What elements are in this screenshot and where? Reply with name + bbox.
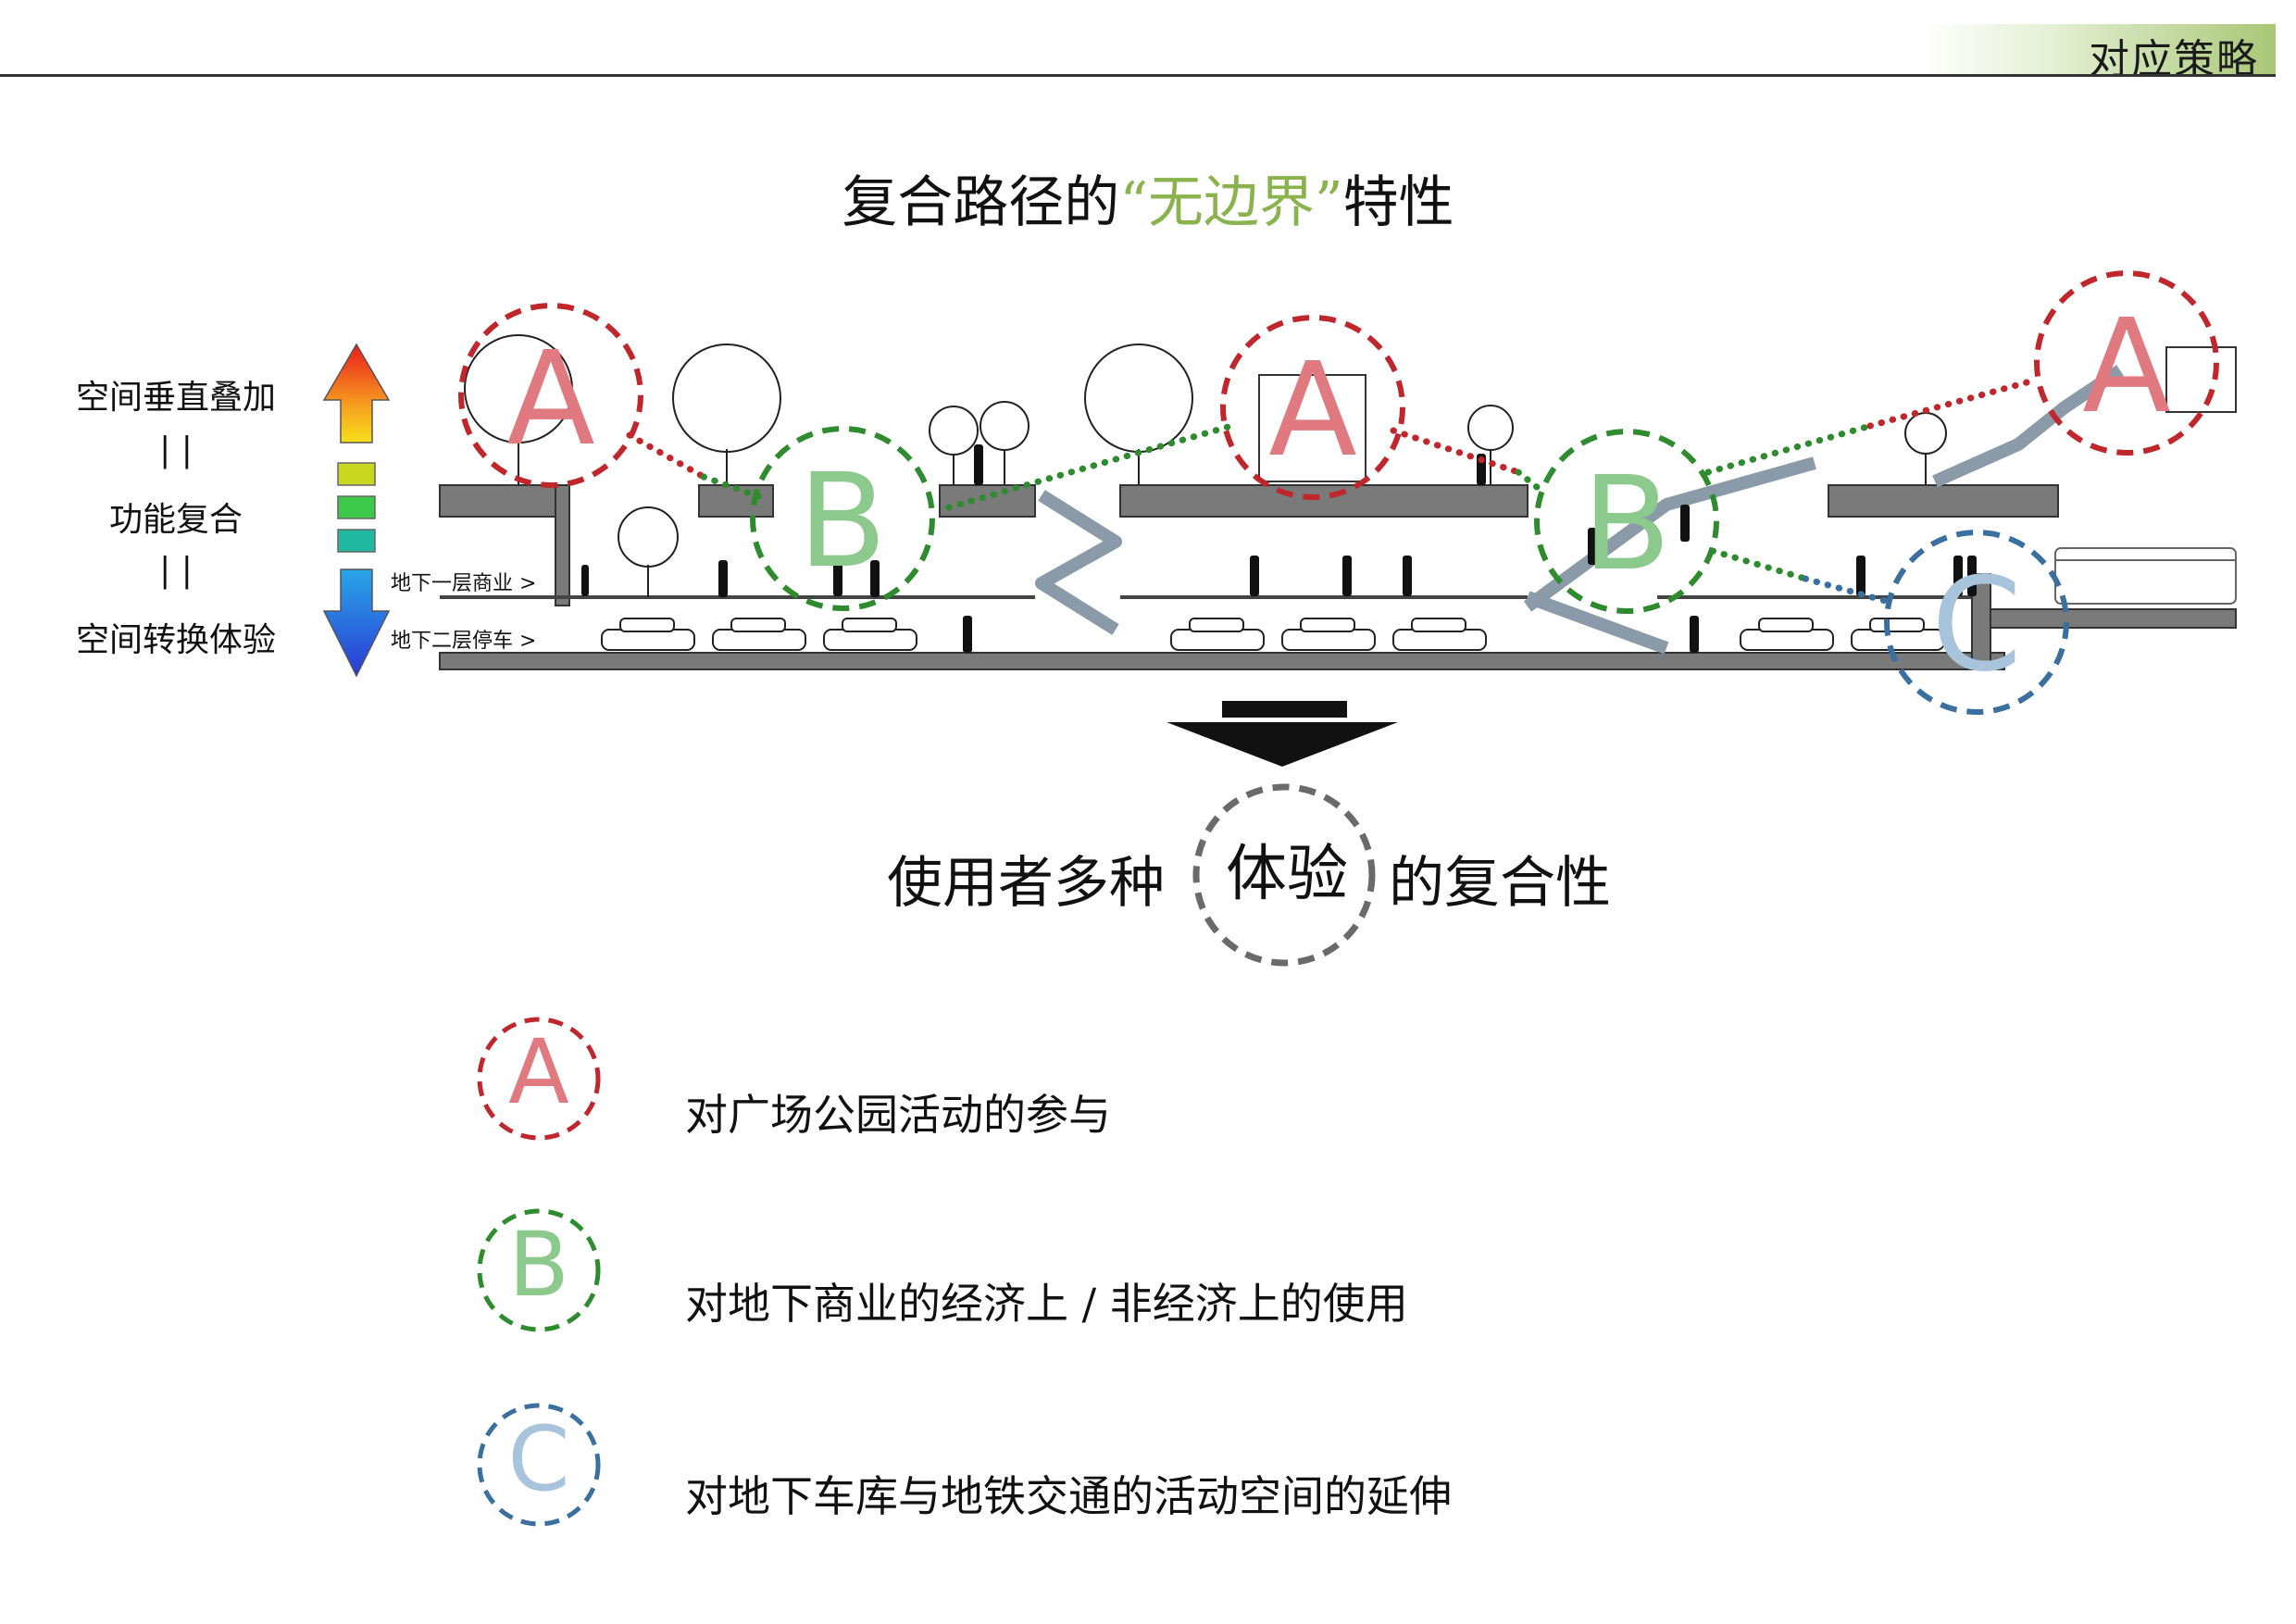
marker-a1: A [506, 324, 595, 475]
pavilion [1258, 346, 2237, 482]
legend-left-sep1: | | [159, 431, 193, 469]
floor-label-b2: 地下二层停车 > [391, 630, 537, 653]
people [581, 444, 1977, 653]
legend-text-b: 对地下商业的经济上 / 非经济上的使用 [685, 1279, 1408, 1329]
marker-b2: B [1581, 449, 1672, 600]
main-title-prefix: 复合路径的 [842, 170, 1120, 235]
main-title-accent: “无边界” [1119, 170, 1343, 235]
legend-text-a: 对广场公园活动的参与 [685, 1090, 1111, 1140]
marker-c1: C [1931, 550, 2022, 701]
marker-circles [458, 270, 2219, 715]
legend-left-sep2: | | [159, 552, 193, 590]
ground-slabs [439, 484, 2237, 629]
trees [464, 334, 1947, 597]
marker-a2: A [1268, 335, 1357, 486]
subtitle-circle [1192, 783, 1376, 967]
legend-letter-b: B [508, 1213, 569, 1317]
train [2054, 547, 2237, 605]
main-title-suffix: 特性 [1342, 170, 1454, 235]
floor-label-b1: 地下一层商业 > [391, 572, 537, 595]
legend-left-middle: 功能复合 [108, 501, 243, 539]
legend-left-top: 空间垂直叠加 [75, 379, 276, 417]
subtitle-right: 的复合性 [1389, 851, 1611, 916]
header-tab-bg [1924, 24, 2276, 74]
legend-letter-c: C [507, 1407, 570, 1511]
dotted-paths [626, 376, 2040, 606]
b2-slab [439, 652, 2005, 670]
down-arrow-icon [1167, 701, 1398, 767]
escalators [1035, 365, 2124, 655]
subtitle-left: 使用者多种 [887, 851, 1165, 916]
cars [601, 618, 1945, 651]
main-title: 复合路径的“无边界”特性 [0, 157, 2296, 238]
c-wall [1971, 573, 1991, 670]
vertical-arrow-icon [322, 343, 391, 678]
legend-letter-a: A [508, 1020, 569, 1124]
header-rule [0, 74, 2276, 77]
subtitle-center: 体验 [1226, 838, 1348, 909]
legend-text-c: 对地下车库与地铁交通的活动空间的延伸 [685, 1471, 1452, 1521]
legend-circles [477, 1017, 601, 1527]
marker-a3: A [2082, 292, 2171, 443]
marker-b1: B [797, 446, 888, 597]
legend-left-bottom: 空间转换体验 [75, 621, 276, 659]
